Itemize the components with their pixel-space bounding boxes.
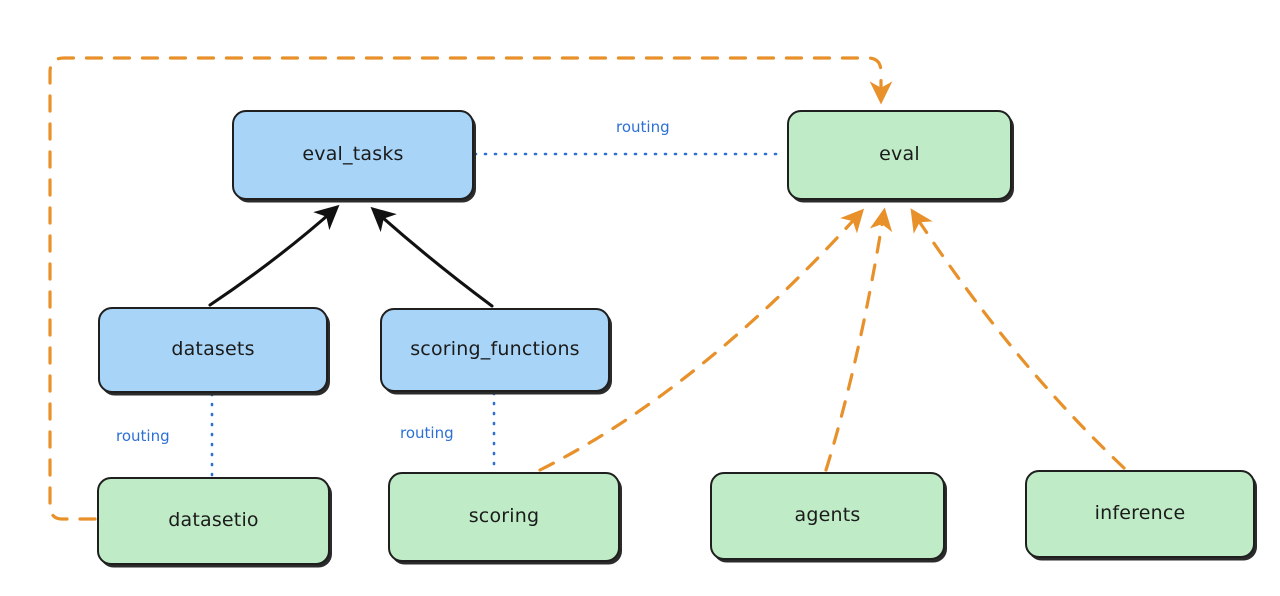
node-eval[interactable]: eval bbox=[787, 110, 1012, 200]
node-label: agents bbox=[794, 504, 861, 526]
edge-label-routing-eval-tasks-eval: routing bbox=[613, 118, 673, 136]
edge-datasets-to-eval-tasks bbox=[208, 204, 340, 307]
node-label: eval bbox=[879, 143, 920, 165]
edge-scoring-functions-to-eval-tasks bbox=[370, 206, 494, 308]
node-datasets[interactable]: datasets bbox=[98, 307, 328, 393]
node-datasetio[interactable]: datasetio bbox=[97, 477, 330, 565]
node-label: inference bbox=[1094, 502, 1186, 524]
edge-inference-to-eval bbox=[910, 208, 1126, 470]
edge-datasetio-to-eval bbox=[48, 56, 893, 521]
node-scoring-functions[interactable]: scoring_functions bbox=[380, 308, 610, 392]
edge-agents-to-eval bbox=[824, 207, 893, 472]
node-label: scoring_functions bbox=[410, 338, 580, 360]
node-scoring[interactable]: scoring bbox=[388, 472, 620, 562]
node-eval-tasks[interactable]: eval_tasks bbox=[232, 110, 474, 200]
node-label: datasets bbox=[171, 338, 255, 360]
node-label: scoring bbox=[468, 505, 540, 527]
edge-scoring-to-eval bbox=[538, 208, 865, 472]
node-label: eval_tasks bbox=[302, 143, 404, 165]
edge-label-routing-datasets-datasetio: routing bbox=[113, 427, 173, 445]
node-label: datasetio bbox=[168, 509, 259, 531]
edge-label-routing-scoring-functions-scoring: routing bbox=[397, 424, 457, 442]
node-inference[interactable]: inference bbox=[1025, 470, 1255, 558]
node-agents[interactable]: agents bbox=[710, 472, 945, 560]
